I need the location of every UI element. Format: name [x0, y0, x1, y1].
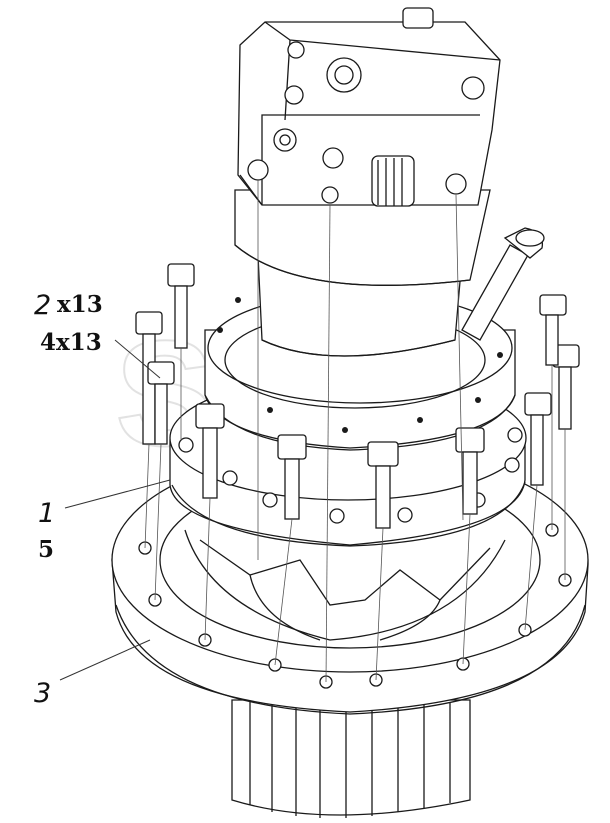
bolt	[367, 441, 399, 529]
callout-5: 5	[38, 536, 54, 563]
bolt	[167, 263, 195, 349]
bolt	[524, 392, 552, 486]
output-shaft	[231, 699, 471, 818]
assembly-lines	[144, 180, 566, 683]
leader-lines	[59, 339, 171, 681]
bolt	[147, 361, 175, 445]
bolt	[195, 403, 225, 499]
hex-bolts	[135, 263, 580, 529]
callout-labels: 2 x13 4x13 1 5 3	[34, 290, 103, 709]
callout-4: 4x13	[40, 329, 102, 356]
bolt	[455, 427, 485, 515]
breather-pipe	[461, 227, 545, 341]
callout-1: 1	[38, 498, 55, 529]
callout-3: 3	[34, 678, 51, 709]
callout-2-quantity: x13	[57, 291, 103, 318]
bolt	[277, 434, 307, 520]
callout-2: 2	[34, 290, 51, 321]
bolt	[539, 294, 567, 366]
bolt	[552, 344, 580, 430]
hydraulic-motor-body	[234, 7, 501, 286]
